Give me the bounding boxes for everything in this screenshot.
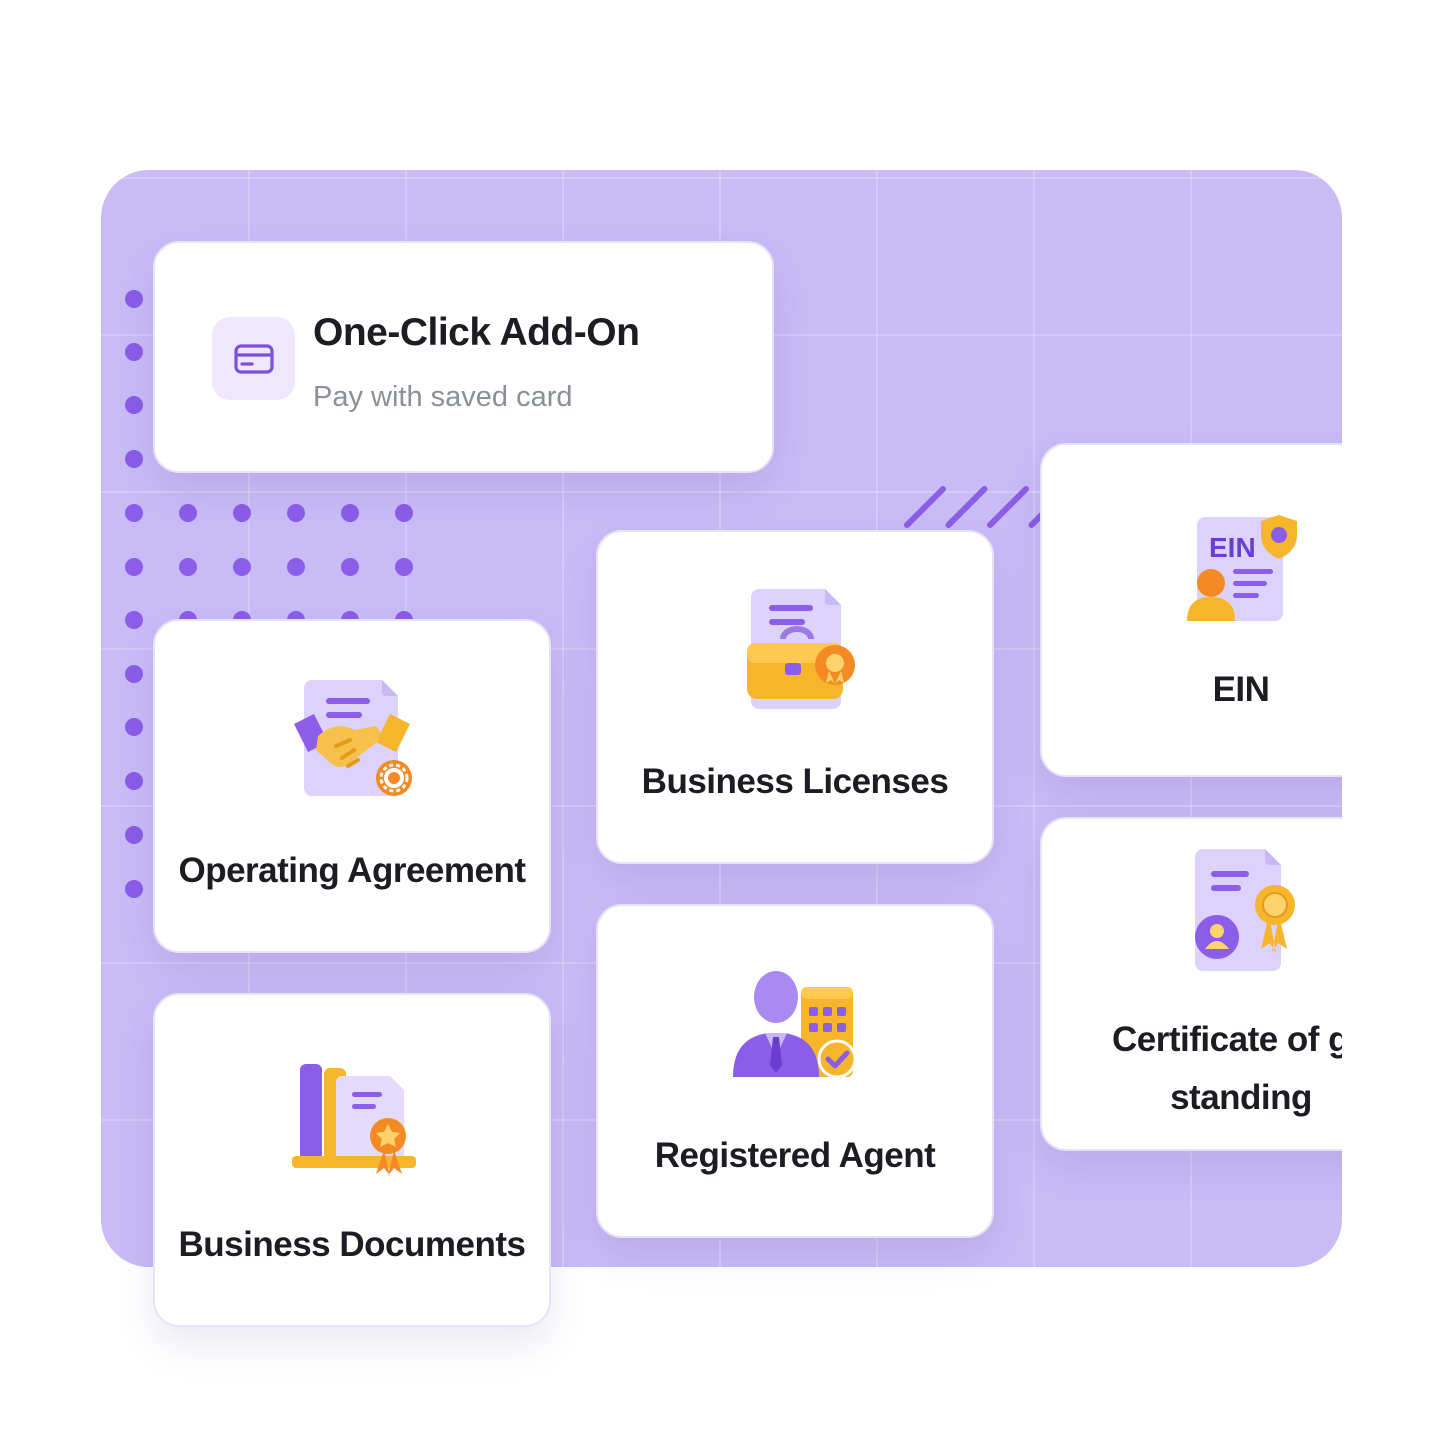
decorative-dot [125,450,143,468]
decorative-stripe [904,486,946,528]
decorative-dot [125,290,143,308]
decorative-dot [125,504,143,522]
decorative-stripe [987,486,1029,528]
decorative-dot [125,558,143,576]
decorative-dot [125,718,143,736]
decorative-dot [179,558,197,576]
decorative-dot [395,504,413,522]
card-operating-agreement[interactable]: Operating Agreement [153,619,551,953]
binders-document-icon [292,1064,416,1176]
certificate-ribbon-icon [1195,849,1295,971]
decorative-dot [125,611,143,629]
addon-subtitle: Pay with saved card [313,381,573,413]
ein-document-icon: EIN [1187,515,1297,621]
decorative-dot [125,880,143,898]
business-documents-label: Business Documents [178,1225,526,1264]
decorative-dot [233,504,251,522]
ein-label: EIN [1212,670,1270,709]
decorative-stripe [945,486,988,528]
decorative-dot [287,558,305,576]
certificate-label-line1: Certificate of go [1112,1020,1370,1059]
card-business-licenses[interactable]: Business Licenses [596,530,994,864]
decorative-dot [233,558,251,576]
decorative-dot [125,826,143,844]
briefcase-document-icon [747,589,855,709]
business-licenses-label: Business Licenses [641,762,949,801]
decorative-dot [125,665,143,683]
operating-agreement-label: Operating Agreement [178,851,526,890]
card-icon-box [212,317,295,400]
card-registered-agent[interactable]: Registered Agent [596,904,994,1238]
decorative-dot [287,504,305,522]
decorative-dot [341,504,359,522]
decorative-dot [125,396,143,414]
decorative-dot [341,558,359,576]
right-page-margin [1342,0,1440,1440]
agent-building-icon [733,971,857,1079]
card-business-documents[interactable]: Business Documents [153,993,551,1327]
handshake-document-icon [294,680,412,796]
registered-agent-label: Registered Agent [654,1136,936,1175]
credit-card-icon [233,343,274,374]
decorative-dot [179,504,197,522]
decorative-dot [395,558,413,576]
addon-title: One-Click Add-On [313,311,640,354]
one-click-addon-card[interactable]: One-Click Add-On Pay with saved card [153,241,774,473]
decorative-dot [125,343,143,361]
certificate-label-line2: standing [1170,1078,1312,1117]
ein-badge-text: EIN [1209,532,1256,563]
decorative-dot [125,772,143,790]
